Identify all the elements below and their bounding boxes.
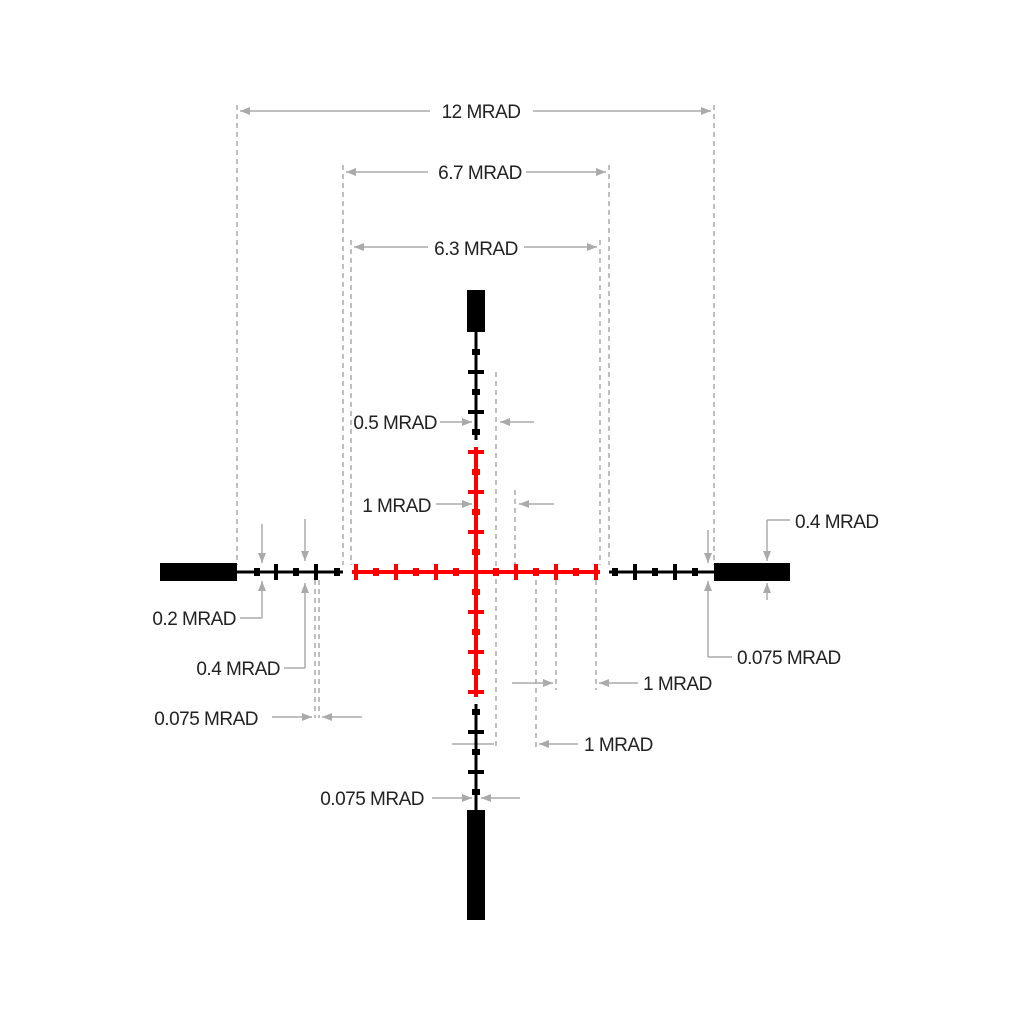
- minor-tick: [472, 709, 480, 715]
- minor-tick: [472, 469, 480, 475]
- minor-tick: [533, 568, 539, 576]
- major-tick: [468, 490, 484, 494]
- top-post: [467, 290, 485, 332]
- minor-tick: [472, 549, 480, 555]
- minor-tick: [413, 568, 419, 576]
- minor-tick: [612, 568, 618, 576]
- major-tick: [468, 530, 484, 534]
- major-tick: [468, 730, 484, 734]
- major-tick: [434, 564, 438, 580]
- right-post: [714, 563, 790, 581]
- labels: 12 MRAD 6.7 MRAD 6.3 MRAD 0.5 MRAD 1 MRA…: [152, 102, 879, 810]
- label-0-5-mrad: 0.5 MRAD: [353, 413, 437, 434]
- major-tick: [354, 564, 358, 580]
- major-tick: [468, 770, 484, 774]
- minor-tick: [453, 568, 459, 576]
- label-left-0-4-mrad: 0.4 MRAD: [196, 659, 280, 680]
- label-bottom-0-075-mrad: 0.075 MRAD: [320, 789, 424, 810]
- minor-tick: [472, 789, 480, 795]
- minor-tick: [472, 389, 480, 395]
- label-right-0-4-mrad: 0.4 MRAD: [795, 512, 879, 533]
- label-12-mrad: 12 MRAD: [442, 102, 521, 123]
- minor-tick: [472, 669, 480, 675]
- major-tick: [554, 564, 558, 580]
- major-tick: [633, 564, 637, 580]
- major-tick: [394, 564, 398, 580]
- major-tick: [468, 370, 484, 374]
- minor-tick: [472, 749, 480, 755]
- major-tick: [468, 610, 484, 614]
- label-right-0-075-mrad: 0.075 MRAD: [737, 648, 841, 669]
- label-left-0-2-mrad: 0.2 MRAD: [152, 609, 236, 630]
- minor-tick: [472, 349, 480, 355]
- major-tick: [274, 564, 278, 580]
- minor-tick: [573, 568, 579, 576]
- major-tick: [468, 450, 484, 454]
- label-1-mrad-a: 1 MRAD: [643, 674, 712, 695]
- bottom-post: [467, 810, 485, 920]
- major-tick: [314, 564, 318, 580]
- label-6-3-mrad: 6.3 MRAD: [434, 239, 518, 260]
- major-tick: [468, 410, 484, 414]
- major-tick: [673, 564, 677, 580]
- reticle: [160, 290, 790, 920]
- label-1-mrad-b: 1 MRAD: [584, 735, 653, 756]
- minor-tick: [254, 568, 260, 576]
- minor-tick: [293, 568, 299, 576]
- minor-tick: [373, 568, 379, 576]
- minor-tick: [472, 589, 480, 595]
- left-post: [160, 563, 237, 581]
- label-1-mrad-vertical: 1 MRAD: [362, 496, 431, 517]
- label-left-0-075-mrad: 0.075 MRAD: [154, 709, 258, 730]
- minor-tick: [472, 509, 480, 515]
- major-tick: [468, 690, 484, 694]
- major-tick: [468, 650, 484, 654]
- minor-tick: [692, 568, 698, 576]
- minor-tick: [652, 568, 658, 576]
- label-6-7-mrad: 6.7 MRAD: [438, 163, 522, 184]
- minor-tick: [493, 568, 499, 576]
- minor-tick: [472, 429, 480, 435]
- dimension-lines: [236, 105, 790, 802]
- major-tick: [594, 564, 598, 580]
- major-tick: [514, 564, 518, 580]
- minor-tick: [334, 568, 340, 576]
- minor-tick: [472, 629, 480, 635]
